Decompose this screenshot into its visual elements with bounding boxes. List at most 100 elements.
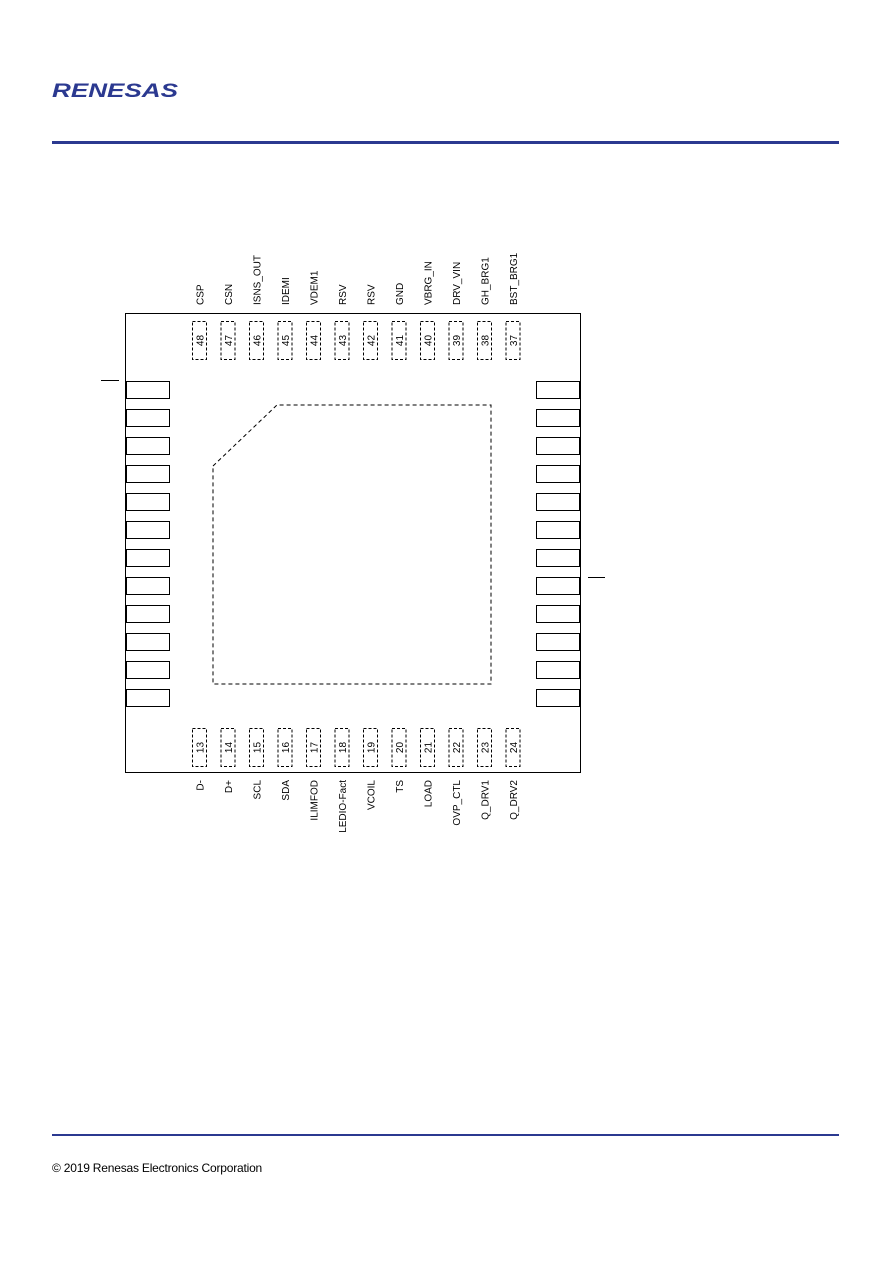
pin-number: 46 [253, 335, 264, 347]
pin-name: LOAD [424, 780, 435, 807]
pin-pad [306, 728, 321, 767]
pin-pad [192, 321, 207, 360]
pin-pad [277, 321, 293, 360]
pin-name: VBRG_IN [424, 261, 435, 305]
pin-name: GND [395, 283, 406, 305]
pin-24: 24Q_DRV2 [505, 728, 521, 820]
right-pad [536, 437, 580, 455]
pin-pad [391, 728, 407, 767]
pin-pad [249, 321, 264, 360]
pin-number: 48 [196, 335, 207, 347]
pin-pad [505, 728, 521, 767]
renesas-logo: RENESAS [52, 81, 178, 100]
pin-pad [220, 321, 236, 360]
right-pad [536, 549, 580, 567]
right-pad [536, 465, 580, 483]
left-pad [126, 381, 170, 399]
left-pad [126, 633, 170, 651]
pin-name: Q_DRV1 [481, 780, 492, 820]
pin-name: D- [196, 780, 207, 791]
pin-pad [249, 728, 264, 767]
pin-number: 20 [395, 742, 406, 754]
pin-name: CSP [196, 284, 207, 305]
pin-pad [334, 321, 350, 360]
pin-number: 22 [452, 742, 463, 754]
pin-47: 47 CSN [220, 284, 236, 360]
pin-pad [391, 321, 407, 360]
left-pad [126, 437, 170, 455]
pin-name: GH_BRG1 [481, 257, 492, 305]
left-pad [126, 409, 170, 427]
left-pad [126, 493, 170, 511]
pin-number: 41 [395, 335, 406, 347]
pin-name: CSN [224, 284, 235, 305]
pin-name: OVP_CTL [452, 780, 463, 826]
pin-pad [220, 728, 236, 767]
pin-pad [477, 728, 492, 767]
pin-pad [306, 321, 321, 360]
footer-rule [52, 1134, 839, 1136]
pin-name: SDA [281, 780, 292, 801]
right-pad [536, 633, 580, 651]
package-outline [125, 313, 581, 773]
right-pad [536, 409, 580, 427]
pin-number: 24 [509, 742, 520, 754]
left-pad [126, 577, 170, 595]
pin-23: 23Q_DRV1 [477, 728, 492, 820]
pin-number: 16 [281, 742, 292, 754]
pin-number: 21 [424, 742, 435, 754]
pin-number: 13 [196, 742, 207, 754]
pin-name: D+ [224, 780, 235, 793]
pin-14: 14D+ [220, 728, 236, 793]
pin-40: 40 VBRG_IN [420, 261, 435, 360]
pin-number: 17 [310, 742, 321, 754]
pin-name: RSV [367, 284, 378, 305]
left-pad [126, 521, 170, 539]
pin-pad [420, 728, 435, 767]
pin-pad [448, 321, 464, 360]
pin-name: ISNS_OUT [253, 255, 264, 305]
pin-number: 44 [310, 335, 321, 347]
pin-name: VCOIL [367, 780, 378, 810]
right-pad-column [536, 381, 580, 707]
left-pad [126, 605, 170, 623]
pin-13: 13D- [192, 728, 207, 791]
pin-name: TS [395, 780, 406, 793]
pin-number: 40 [424, 335, 435, 347]
pin-pad [505, 321, 521, 360]
pin-name: RSV [338, 284, 349, 305]
pin-pad [363, 321, 378, 360]
pin-number: 18 [338, 742, 349, 754]
pin-pad [334, 728, 350, 767]
right-pad [536, 521, 580, 539]
pin-name: ILIMFOD [310, 780, 321, 821]
header-rule [52, 141, 839, 144]
left-pad-column [126, 381, 170, 707]
pin-number: 15 [253, 742, 264, 754]
right-pad [536, 493, 580, 511]
bottom-pin-row: 13D-14D+15SCL16SDA17ILIMFOD18LEDIO-Fact1… [192, 728, 521, 833]
pin-pad [192, 728, 207, 767]
right-pad [536, 605, 580, 623]
pin-number: 23 [481, 742, 492, 754]
copyright-text: © 2019 Renesas Electronics Corporation [52, 1161, 263, 1175]
pin-name: DRV_VIN [452, 262, 463, 305]
pin-41: 41 GND [391, 283, 407, 360]
pin-number: 47 [224, 335, 235, 347]
exposed-pad [212, 404, 492, 685]
pin-pad [448, 728, 464, 767]
pin-46: 46 ISNS_OUT [249, 255, 264, 360]
